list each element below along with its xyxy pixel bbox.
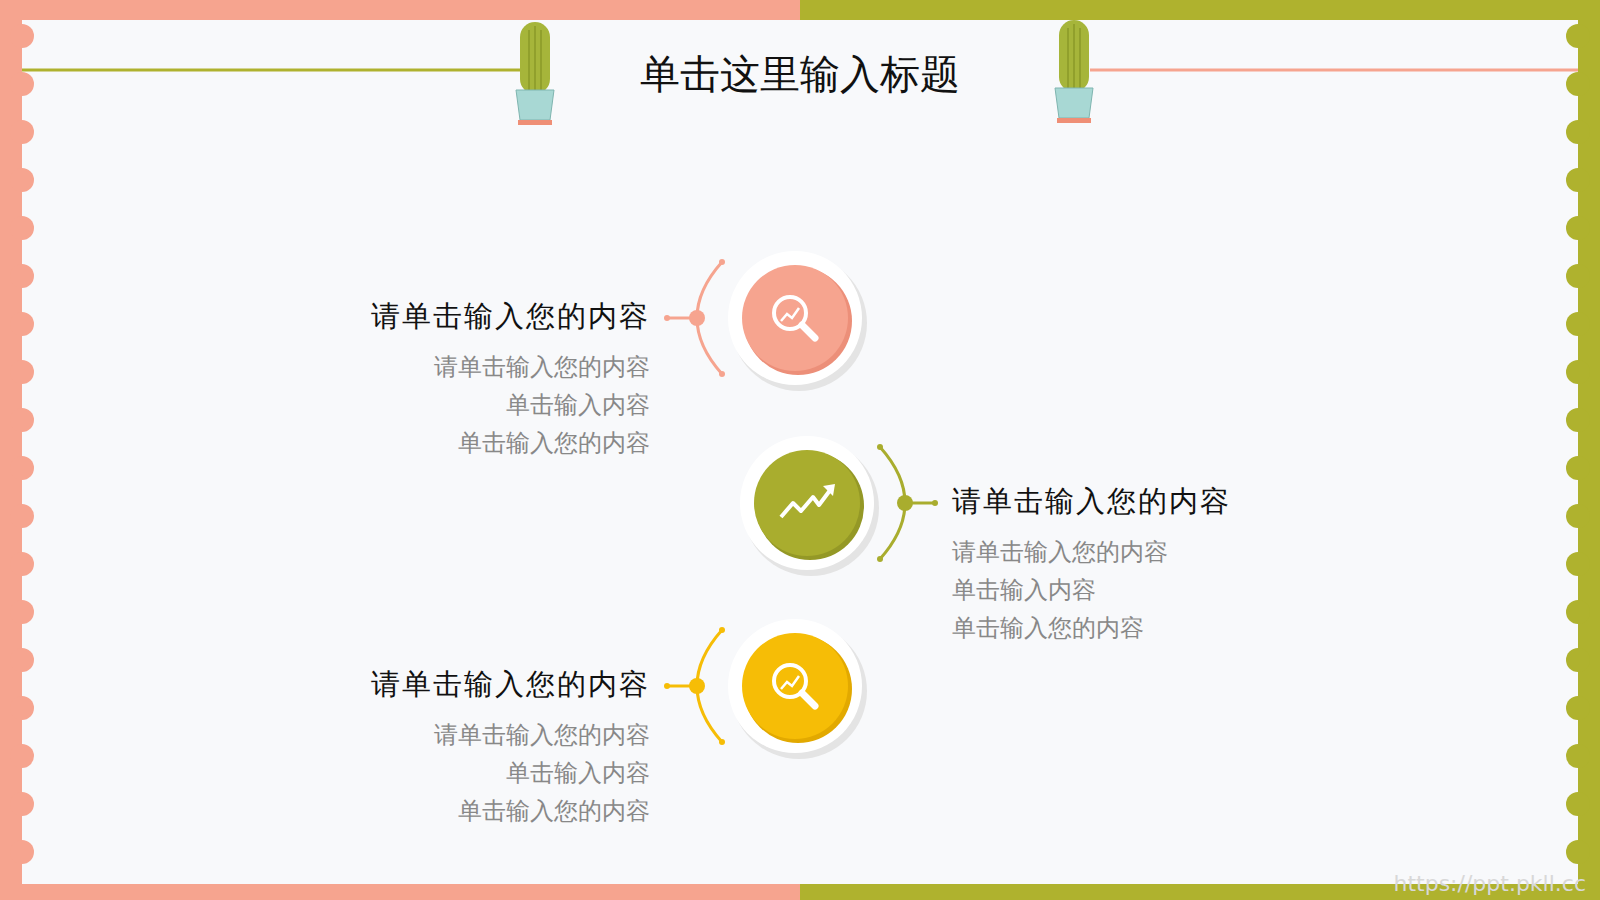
slide-title: 单击这里输入标题 (560, 48, 1040, 100)
item-body-line: 请单击输入您的内容 (290, 348, 650, 386)
item-body-line: 单击输入内容 (290, 386, 650, 424)
text-block: 请单击输入您的内容请单击输入您的内容单击输入内容单击输入您的内容 (290, 664, 650, 830)
item-body-line: 请单击输入您的内容 (290, 716, 650, 754)
item-body-line: 请单击输入您的内容 (952, 533, 1312, 571)
watermark: https://ppt.pkll.cc (1393, 871, 1586, 896)
text-block: 请单击输入您的内容请单击输入您的内容单击输入内容单击输入您的内容 (952, 481, 1312, 647)
item-body-line: 单击输入您的内容 (290, 792, 650, 830)
cactus (1055, 20, 1093, 123)
item-body-line: 单击输入内容 (290, 754, 650, 792)
item-heading: 请单击输入您的内容 (290, 296, 650, 336)
item-heading: 请单击输入您的内容 (952, 481, 1312, 521)
item-heading: 请单击输入您的内容 (290, 664, 650, 704)
item-body-line: 单击输入您的内容 (952, 609, 1312, 647)
content-item: 请单击输入您的内容请单击输入您的内容单击输入内容单击输入您的内容 (290, 606, 875, 846)
item-body-line: 单击输入您的内容 (290, 424, 650, 462)
cactus (516, 22, 554, 125)
text-block: 请单击输入您的内容请单击输入您的内容单击输入内容单击输入您的内容 (290, 296, 650, 462)
item-body-line: 单击输入内容 (952, 571, 1312, 609)
